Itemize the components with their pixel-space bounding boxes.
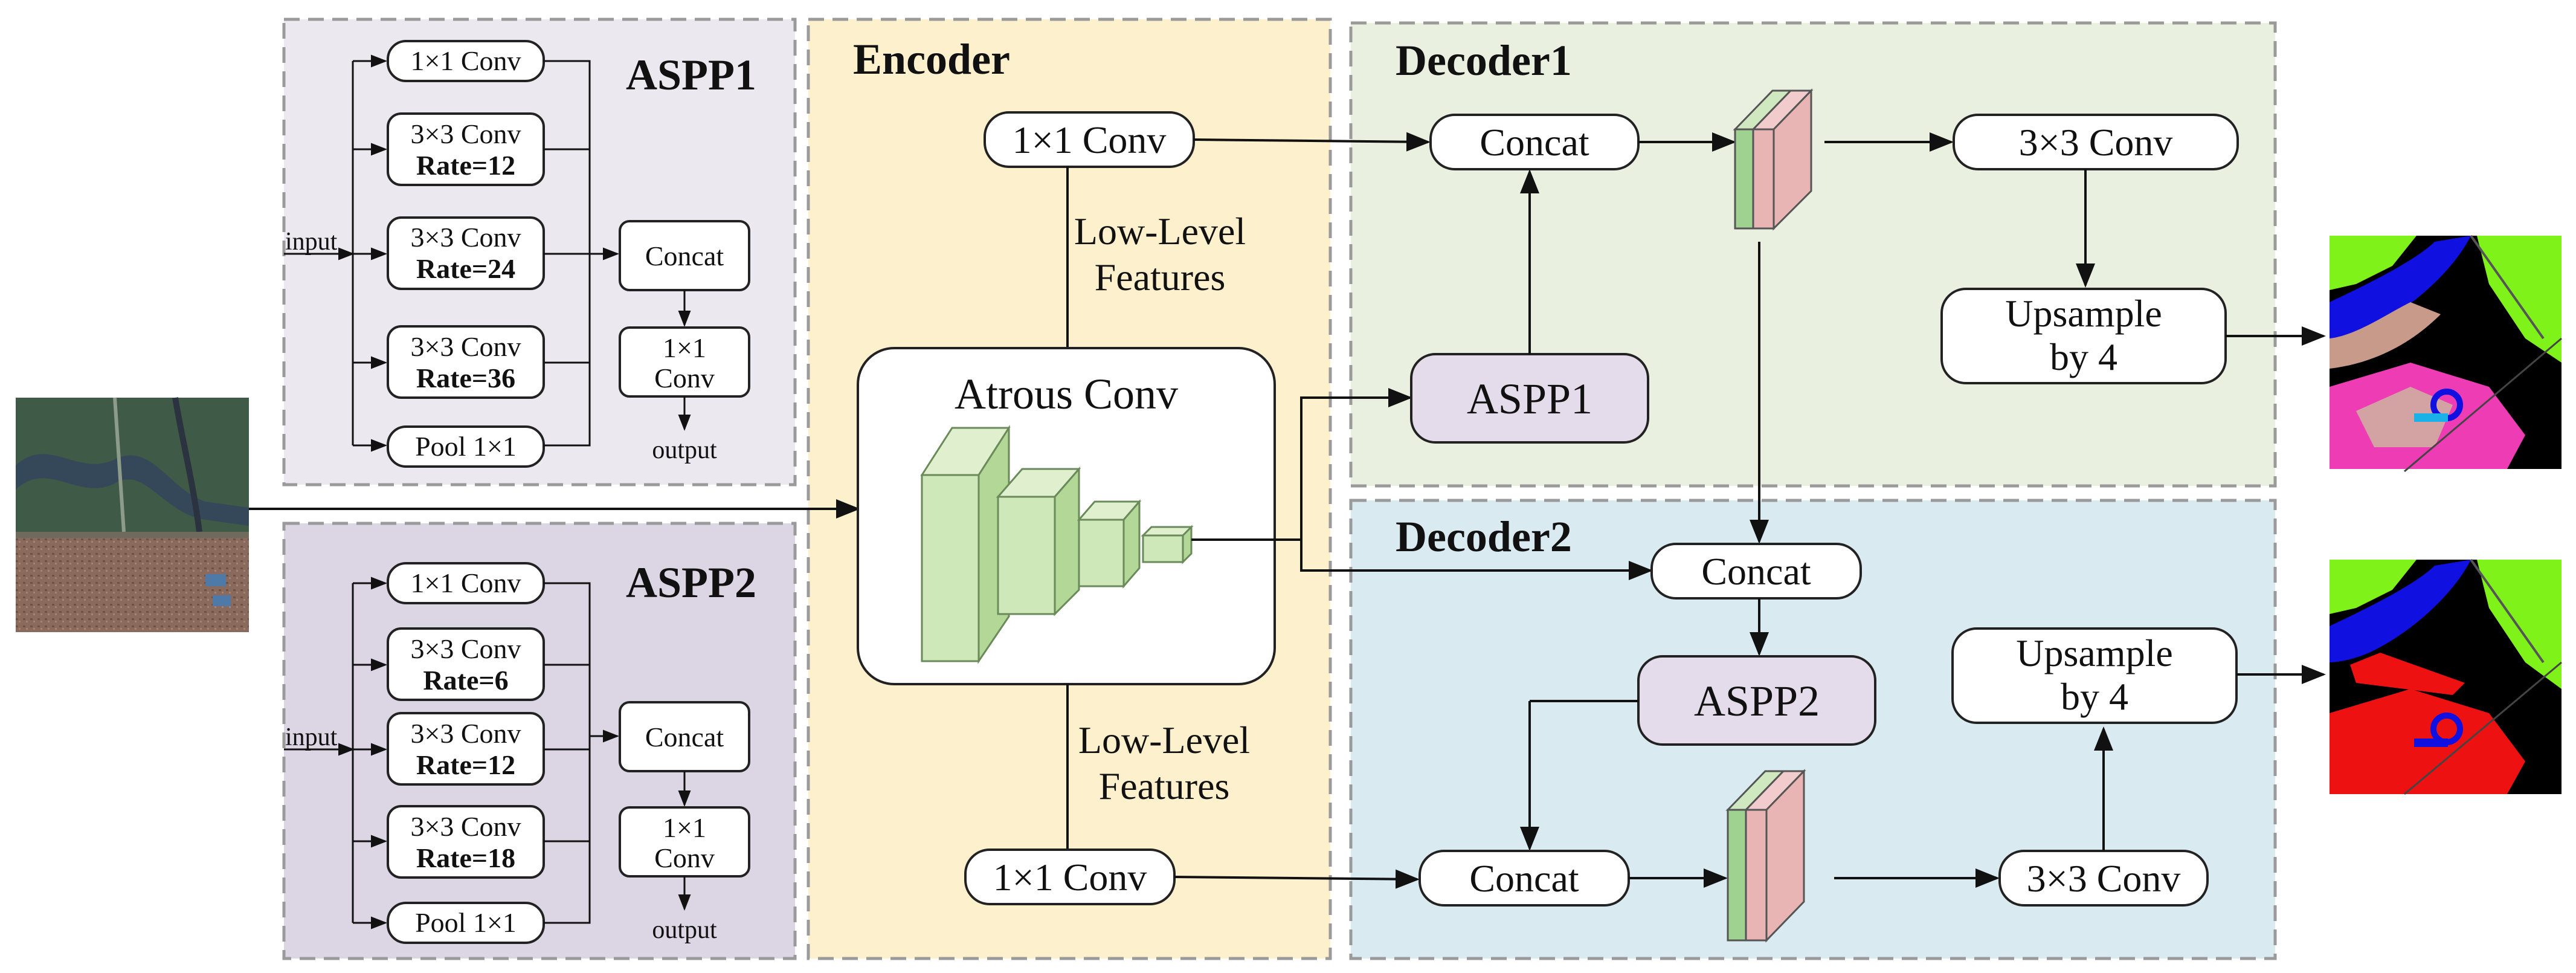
aspp2-branch-rate6-label: 3×3 Conv	[410, 633, 521, 664]
encoder-low-level-top-label: Low-Level	[1074, 210, 1246, 253]
decoder1-3x3-conv-label: 3×3 Conv	[2019, 121, 2173, 164]
decoder2-feature-map-icon	[1725, 769, 1806, 943]
decoder2-module: Concat ASPP2 Concat 3×3 Conv Upsample by…	[1418, 543, 2326, 943]
decoder1-feature-map-icon	[1733, 88, 1814, 231]
aspp2-branch-rate18-label: 3×3 Conv	[410, 811, 521, 842]
aspp2-branch-pool-label: Pool 1×1	[415, 907, 517, 938]
atrous-conv-label: Atrous Conv	[955, 370, 1178, 418]
output-segmentation-1	[2330, 234, 2562, 473]
aspp2-input-label: input	[285, 723, 338, 751]
encoder-low-level-top-label-2: Features	[1095, 256, 1226, 299]
aspp1-branch-1x1-label: 1×1 Conv	[410, 45, 521, 76]
aspp1-branch-pool-label: Pool 1×1	[415, 431, 517, 462]
decoder2-upsample-label-2: by 4	[2061, 675, 2128, 718]
aspp2-branch-rate12-label: 3×3 Conv	[410, 718, 521, 749]
encoder-low-level-bottom-label-2: Features	[1099, 764, 1230, 807]
aspp2-branch-rate12-rate: Rate=12	[416, 749, 515, 780]
atrous-conv-cubes-icon	[920, 424, 1194, 664]
decoder2-concat-top-label: Concat	[1701, 550, 1811, 593]
decoder1-module: Concat ASPP1 3×3 Conv Upsample by 4	[1410, 88, 2326, 444]
decoder1-aspp1-label: ASPP1	[1467, 375, 1592, 423]
decoder2-3x3-conv-label: 3×3 Conv	[2027, 857, 2181, 900]
aspp1-1x1-conv-label: 1×1	[663, 332, 706, 363]
decoder1-3x3-conv	[1953, 114, 2239, 170]
aspp1-title: ASPP1	[626, 51, 756, 99]
decoder2-title: Decoder2	[1396, 512, 1572, 561]
decoder1-title: Decoder1	[1396, 36, 1572, 85]
decoder2-upsample-label: Upsample	[2016, 632, 2173, 674]
aspp1-branch-rate12-label: 3×3 Conv	[410, 118, 521, 149]
decoder1-upsample-label: Upsample	[2005, 292, 2162, 335]
aspp1-module: input 1×1 Conv 3×3 Conv Rate=12 3×3 Conv…	[284, 40, 750, 468]
aspp2-output-label: output	[652, 916, 717, 944]
aspp1-branch-rate24-label: 3×3 Conv	[410, 222, 521, 253]
decoder2-aspp2-label: ASPP2	[1694, 677, 1820, 725]
encoder-top-1x1-conv-label: 1×1 Conv	[1013, 118, 1167, 161]
aspp1-branch-rate24-rate: Rate=24	[416, 253, 515, 284]
encoder-bottom-1x1-conv-label: 1×1 Conv	[993, 856, 1147, 899]
aspp2-1x1-conv-label: 1×1	[663, 812, 706, 843]
encoder-low-level-bottom-label: Low-Level	[1078, 719, 1250, 761]
aspp2-1x1-conv-label-2: Conv	[654, 842, 715, 873]
aspp2-branch-rate6-rate: Rate=6	[423, 665, 508, 696]
aspp1-branch-rate36-rate: Rate=36	[416, 363, 515, 393]
aspp1-concat-label: Concat	[645, 241, 724, 271]
decoder1-concat-label: Concat	[1480, 121, 1589, 164]
output-segmentation-2	[2330, 558, 2562, 795]
aspp1-branch-rate36-label: 3×3 Conv	[410, 331, 521, 362]
aspp2-title: ASPP2	[626, 558, 756, 607]
aspp1-output-label: output	[652, 436, 717, 464]
aspp1-branch-pool	[387, 425, 545, 468]
aspp2-concat-label: Concat	[645, 722, 724, 752]
aspp2-branch-1x1-label: 1×1 Conv	[410, 567, 521, 598]
decoder2-concat-top	[1650, 543, 1862, 600]
aspp2-module: input 1×1 Conv 3×3 Conv Rate=6 3×3 Conv …	[284, 562, 750, 944]
aspp1-input-label: input	[285, 228, 338, 256]
encoder-module: 1×1 Conv Low-Level Features Atrous Conv …	[857, 111, 1276, 905]
input-satellite-image	[16, 397, 249, 632]
aspp1-branch-rate12-rate: Rate=12	[416, 150, 515, 181]
aspp2-branch-rate18-rate: Rate=18	[416, 842, 515, 873]
aspp1-1x1-conv-label-2: Conv	[654, 363, 715, 393]
decoder1-upsample-label-2: by 4	[2050, 335, 2117, 378]
decoder2-concat-bottom-label: Concat	[1469, 857, 1579, 900]
encoder-title: Encoder	[853, 35, 1010, 83]
